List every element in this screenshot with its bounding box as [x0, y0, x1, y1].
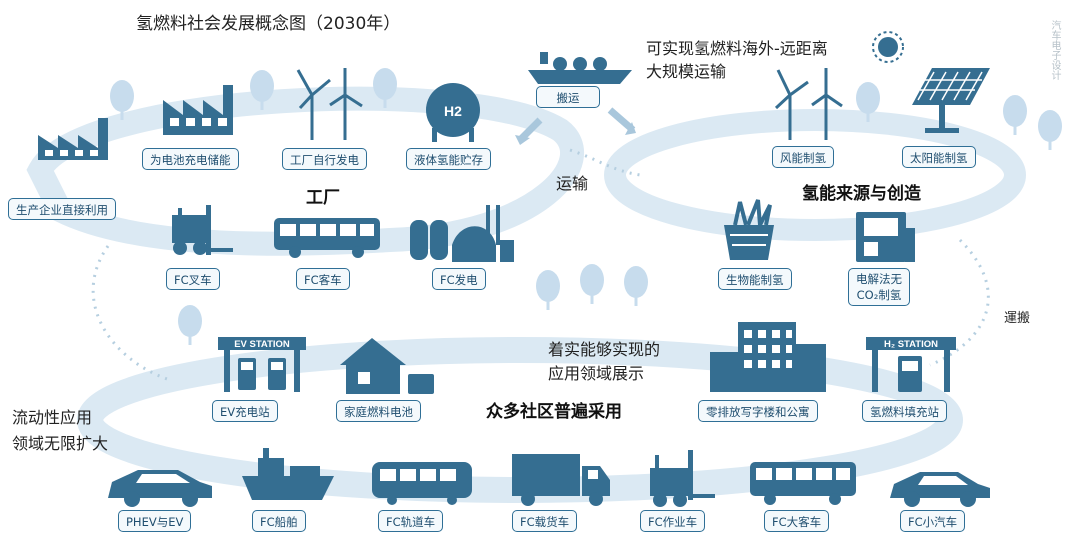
biomass-icon	[724, 199, 774, 260]
solar-panel-icon	[912, 68, 990, 133]
label-fc-bus: FC客车	[296, 268, 350, 290]
work-vehicle-icon	[650, 450, 715, 507]
label-h2-station: 氢燃料填充站	[862, 400, 947, 422]
watermark: 汽车电子设计	[1049, 20, 1060, 80]
label-fc-ship: FC船舶	[252, 510, 306, 532]
callout-mass-transport: 大规模运输	[646, 62, 727, 81]
callout-overseas-transport: 可实现氢燃料海外-远距离	[646, 39, 828, 58]
label-fc-power: FC发电	[432, 268, 486, 290]
coach-icon	[750, 462, 856, 505]
h2-station-icon: H₂ STATION	[866, 337, 956, 392]
office-building-icon	[710, 322, 826, 392]
label-zero-emission-building: 零排放写字楼和公寓	[698, 400, 818, 422]
label-electrolysis-line2: CO₂制氢	[856, 288, 902, 302]
ship-icon	[242, 448, 334, 500]
lng-ship-icon	[528, 52, 632, 84]
label-solar-hydrogen: 太阳能制氢	[902, 146, 976, 168]
callout-mobility-line1: 流动性应用	[12, 408, 93, 427]
label-fc-truck: FC载货车	[512, 510, 578, 532]
svg-text:H₂ STATION: H₂ STATION	[884, 339, 938, 350]
label-fc-forklift: FC叉车	[166, 268, 220, 290]
label-direct-use: 生产企业直接利用	[8, 198, 116, 220]
factory-icon	[38, 85, 233, 160]
electrolysis-icon	[856, 212, 915, 262]
label-wind-hydrogen: 风能制氢	[772, 146, 834, 168]
label-liquid-storage: 液体氢能贮存	[406, 148, 491, 170]
power-plant-icon	[410, 205, 514, 262]
house-icon	[340, 338, 434, 394]
ev-station-icon: EV STATION	[218, 337, 306, 392]
label-ship-transport: 搬运	[536, 86, 600, 108]
label-ev-station: EV充电站	[212, 400, 278, 422]
label-battery-charging: 为电池充电储能	[142, 148, 239, 170]
section-title-factory: 工厂	[306, 188, 340, 208]
label-electrolysis-line1: 电解法无	[856, 272, 902, 286]
train-icon	[372, 462, 472, 505]
callout-showcase-line2: 应用领域展示	[548, 364, 645, 383]
label-fc-coach: FC大客车	[764, 510, 830, 532]
label-fc-work-vehicle: FC作业车	[640, 510, 706, 532]
callout-carry: 運搬	[1004, 311, 1031, 326]
label-fc-car: FC小汽车	[900, 510, 966, 532]
sun-icon	[872, 31, 904, 63]
wind-turbine-icon	[296, 68, 843, 140]
label-fc-rail: FC轨道车	[378, 510, 444, 532]
section-title-source: 氢能来源与创造	[802, 184, 921, 204]
bus-icon	[274, 218, 380, 258]
svg-text:EV STATION: EV STATION	[234, 339, 290, 350]
forklift-icon	[172, 205, 233, 255]
truck-icon	[512, 454, 610, 506]
label-bio-hydrogen: 生物能制氢	[718, 268, 792, 290]
label-home-fuel-cell: 家庭燃料电池	[336, 400, 421, 422]
label-factory-power: 工厂自行发电	[282, 148, 367, 170]
label-phev-ev: PHEV与EV	[118, 510, 192, 532]
h2-tank-icon: H2	[426, 83, 480, 142]
svg-text:H2: H2	[444, 103, 462, 119]
section-title-community: 众多社区普遍采用	[486, 402, 622, 422]
label-electrolysis: 电解法无 CO₂制氢	[848, 268, 910, 306]
diagram-title: 氢燃料社会发展概念图（2030年）	[136, 14, 401, 34]
car-icon	[108, 470, 212, 507]
callout-transport: 运输	[556, 174, 589, 193]
callout-showcase-line1: 着实能够实现的	[548, 340, 661, 359]
small-car-icon	[890, 472, 990, 507]
callout-mobility-line2: 领域无限扩大	[12, 434, 109, 453]
